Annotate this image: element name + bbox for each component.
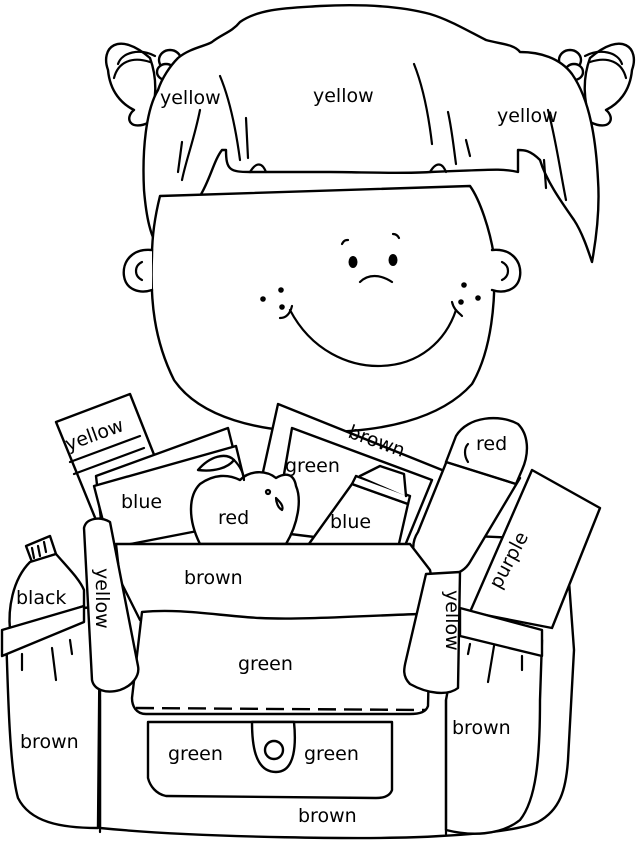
face [122,184,522,434]
left-ear [122,248,154,293]
right-ear [490,248,522,293]
buckle-icon [250,720,297,774]
glue-stick: blue [304,464,412,550]
book-left-label: blue [121,491,162,513]
glue-stick-label: blue [330,511,371,533]
right-eye [388,254,398,266]
pocket-left-label: green [168,743,223,765]
hair [105,4,635,264]
hair-left-label: yellow [160,87,221,109]
bag-top-band [114,542,442,622]
bag-bottom-label: brown [298,805,357,827]
smile [288,308,458,368]
strap-left-label: yellow [91,568,113,629]
bag-flap-label: green [238,653,293,675]
notebook-right: purple [468,468,602,630]
backpack-front: brown green green green brown brown brow… [4,542,544,836]
left-pigtail [105,42,157,127]
pencil-case-cap-label: red [476,433,507,455]
hair-center-label: yellow [313,85,374,107]
left-eye [348,256,358,268]
side-pocket-right-label: brown [452,717,511,739]
strap-right-label: yellow [441,590,463,651]
side-pocket-right [444,622,544,835]
right-pigtail [583,42,635,127]
strap-left: yellow [82,517,140,693]
bag-top-label: brown [184,567,243,589]
side-pocket-left [4,604,102,830]
bag-flap [130,609,432,716]
hair-right-label: yellow [497,105,558,127]
strap-right: yellow [403,570,463,695]
side-pocket-left-label: brown [20,731,79,753]
water-bottle-icon: black [0,534,86,682]
pencil-case: red [412,417,529,578]
bottle-label: black [16,587,66,609]
nose [358,274,394,284]
apple-label: red [218,507,249,529]
face-outline [150,184,496,434]
pocket-right-label: green [304,743,359,765]
folder-inner-label: green [285,455,340,477]
apple: red [189,454,300,546]
